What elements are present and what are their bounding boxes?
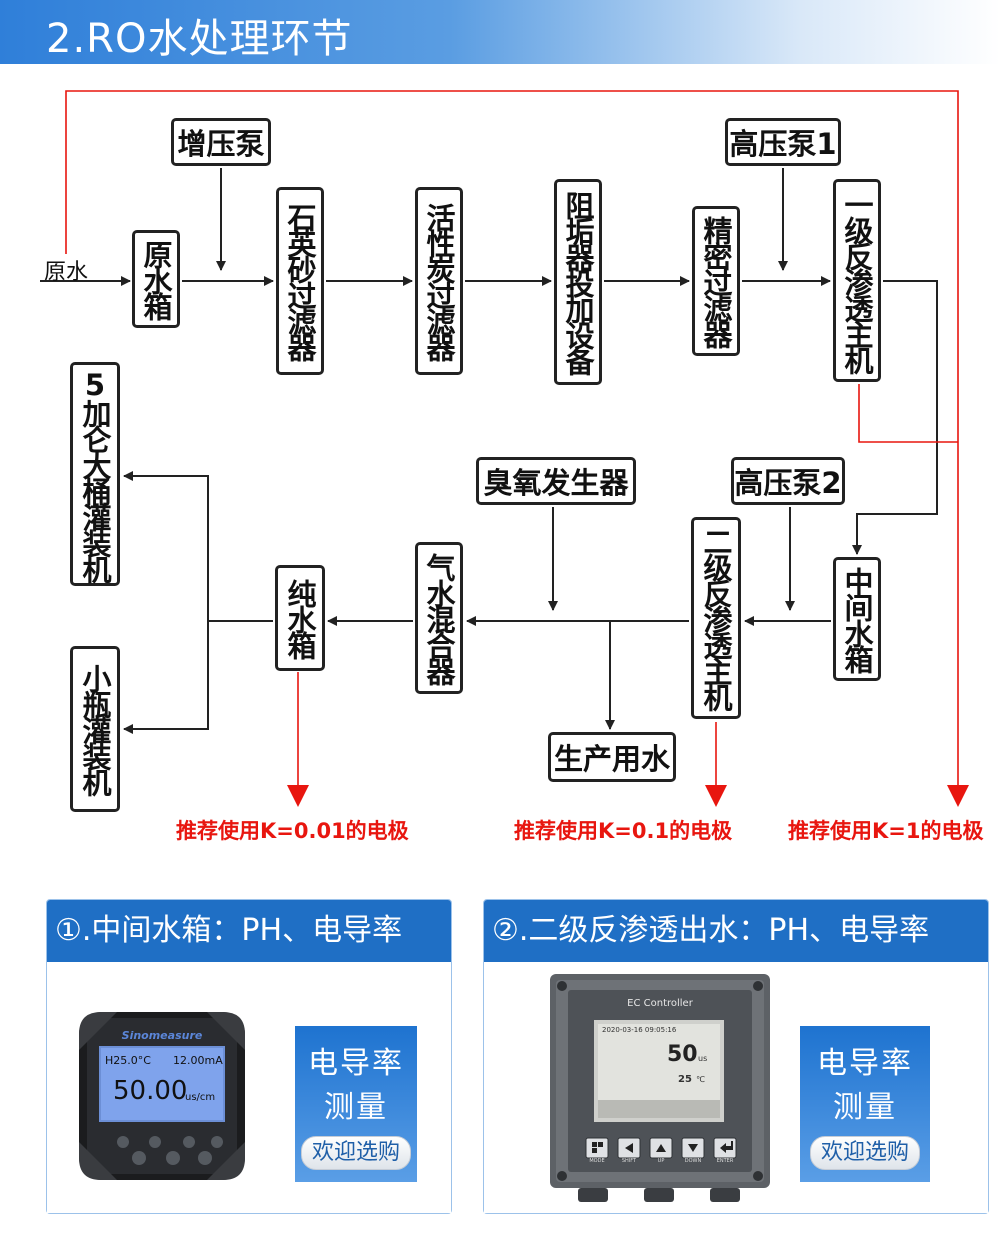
card-title: ②.二级反渗透出水：PH、电导率	[484, 900, 988, 962]
controller-temp: 25	[678, 1074, 692, 1085]
recommendation-k1: 推荐使用K=1的电极	[788, 819, 984, 843]
card-mid-tank: ①.中间水箱：PH、电导率 Sinomeasure H25.0°C 12.00m…	[46, 899, 452, 1214]
quartz-filter-box: 石英砂过滤器	[276, 187, 324, 375]
ro2-box: 二级反渗透主机	[691, 517, 741, 719]
key-mode-label: MODE	[589, 1158, 605, 1164]
mid-tank-box: 中间水箱	[833, 557, 881, 681]
card-ro2-outlet: ②.二级反渗透出水：PH、电导率	[483, 899, 989, 1214]
red-k1-line	[65, 90, 969, 807]
booster-pump-box: 增压泵	[171, 118, 271, 166]
controller-datetime: 2020-03-16 09:05:16	[602, 1026, 677, 1034]
hp-pump2-box: 高压泵2	[731, 457, 845, 505]
carbon-filter-box: 活性炭过滤器	[415, 187, 463, 375]
buy-button[interactable]: 欢迎选购	[300, 1136, 411, 1170]
card-title: ①.中间水箱：PH、电导率	[47, 900, 451, 962]
key-up-label: UP	[657, 1158, 665, 1164]
ec-controller-image: EC Controller 2020-03-16 09:05:16 50 us …	[550, 974, 770, 1206]
section-title: 2.RO水处理环节	[46, 16, 353, 62]
device-reading: 50.00	[113, 1076, 188, 1106]
device-current: 12.00mA	[173, 1054, 223, 1067]
controller-unit: us	[698, 1054, 708, 1063]
key-enter-label: ENTER	[716, 1158, 734, 1164]
promo-panel: 电导率 测量 欢迎选购	[800, 1026, 930, 1182]
hp-pump1-box: 高压泵1	[725, 118, 841, 166]
filler-small-box: 小瓶灌装机	[70, 646, 120, 812]
device-temp: H25.0°C	[105, 1054, 151, 1067]
controller-temp-unit: ℃	[696, 1075, 705, 1084]
flow-connectors	[40, 90, 969, 807]
flow-to-small	[123, 621, 209, 734]
raw-tank-box: 原水箱	[132, 230, 180, 328]
antiscalant-box: 阻垢器投加设备	[554, 179, 602, 385]
recommendation-k01: 推荐使用K=0.1的电极	[514, 819, 733, 843]
controller-label: EC Controller	[627, 998, 693, 1009]
filler-5gal-box: 5加仑大桶灌装机	[70, 362, 120, 586]
promo-line2: 测量	[833, 1090, 897, 1125]
production-water-box: 生产用水	[548, 732, 676, 782]
ro1-box: 一级反渗透主机	[833, 179, 881, 382]
promo-line1: 电导率	[817, 1046, 913, 1081]
raw-water-label: 原水	[44, 260, 89, 285]
flow-ro1-to-midtank	[852, 280, 938, 555]
device-brand: Sinomeasure	[121, 1029, 203, 1042]
promo-panel: 电导率 测量 欢迎选购	[295, 1026, 417, 1182]
section-header: 2.RO水处理环节	[0, 0, 1000, 64]
ozone-generator-box: 臭氧发生器	[476, 457, 636, 505]
conductivity-meter-image: Sinomeasure H25.0°C 12.00mA 50.00 us/cm	[77, 1010, 247, 1182]
buy-button[interactable]: 欢迎选购	[809, 1136, 920, 1170]
recommendation-k001: 推荐使用K=0.01的电极	[176, 819, 409, 843]
pure-tank-box: 纯水箱	[275, 565, 325, 671]
flow-to-5gal	[123, 471, 209, 621]
key-down-label: DOWN	[684, 1158, 702, 1164]
precision-filter-box: 精密过滤器	[692, 206, 740, 356]
gas-water-mixer-box: 气水混合器	[415, 542, 463, 694]
promo-line2: 测量	[324, 1090, 388, 1125]
controller-reading: 50	[667, 1042, 698, 1067]
promo-line1: 电导率	[308, 1046, 404, 1081]
device-unit: us/cm	[185, 1092, 216, 1103]
key-shift-label: SHIFT	[621, 1158, 637, 1164]
red-ro1-tap	[858, 384, 958, 443]
